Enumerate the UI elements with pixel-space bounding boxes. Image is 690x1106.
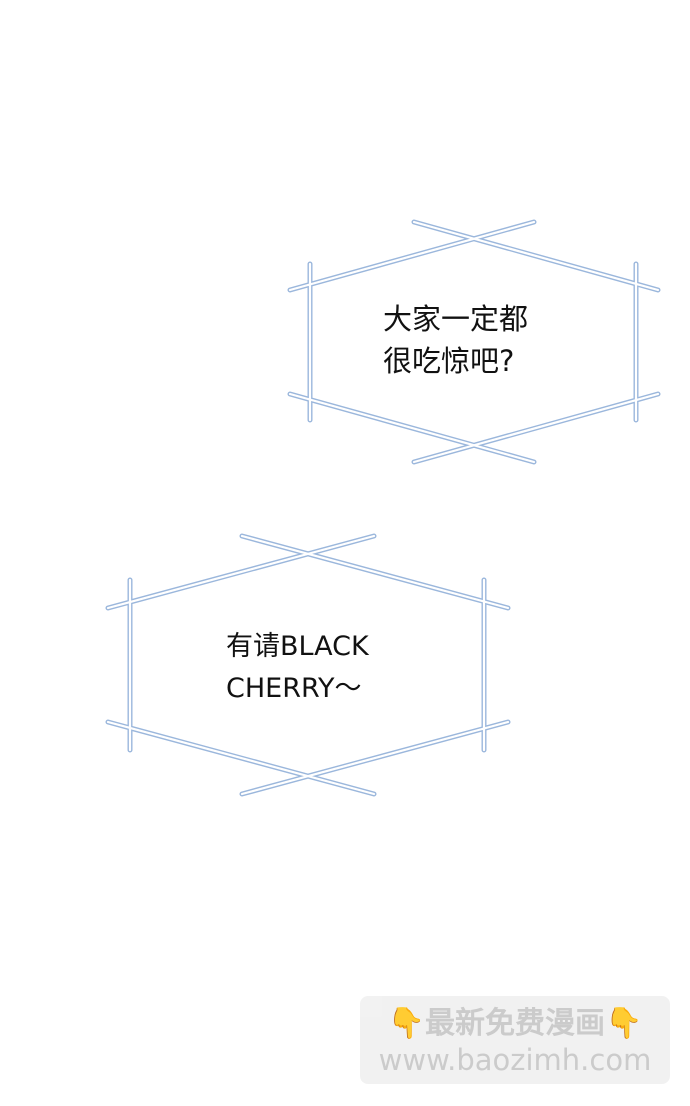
watermark-title: 最新免费漫画 xyxy=(425,1006,605,1041)
bubble-frame-1 xyxy=(287,219,661,465)
pointing-down-hand-icon: 👇 xyxy=(387,1006,425,1041)
bubble-text-1: 大家一定都 很吃惊吧? xyxy=(383,302,529,378)
watermark-url[interactable]: www.baozimh.com xyxy=(378,1043,652,1077)
speech-bubble-2: 有请BLACK CHERRY～ xyxy=(105,533,511,798)
bubble-frame-2 xyxy=(105,533,511,797)
pointing-down-hand-icon: 👇 xyxy=(605,1006,643,1041)
watermark-badge[interactable]: 👇最新免费漫画👇 www.baozimh.com xyxy=(360,996,670,1084)
watermark-title-row: 👇最新免费漫画👇 xyxy=(360,1004,670,1044)
bubble-text-2: 有请BLACK CHERRY～ xyxy=(226,631,369,704)
speech-bubble-1: 大家一定都 很吃惊吧? xyxy=(287,219,661,465)
